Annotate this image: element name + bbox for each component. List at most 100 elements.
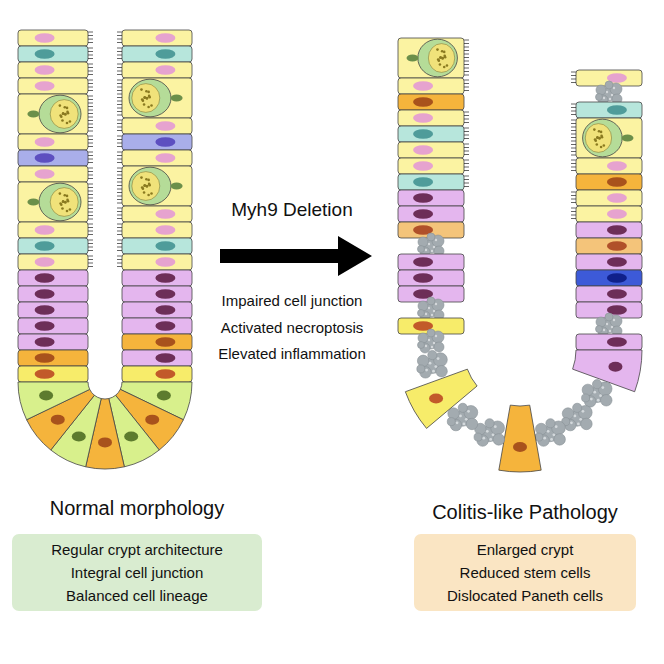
- microvilli: [464, 50, 469, 51]
- microvilli: [88, 48, 93, 49]
- necrotic-fragment: [418, 310, 425, 317]
- microvilli: [571, 111, 576, 112]
- microvilli: [88, 266, 93, 267]
- necrotic-dot: [437, 357, 440, 360]
- nucleus: [407, 55, 419, 62]
- microvilli: [571, 218, 576, 219]
- epithelial-cell: [576, 158, 642, 174]
- microvilli: [117, 152, 122, 153]
- microvilli: [88, 250, 93, 251]
- necrotic-fragment: [535, 423, 547, 435]
- epithelial-cell: [18, 30, 88, 46]
- epithelial-cell: [18, 350, 88, 366]
- necrotic-fragment: [436, 365, 448, 377]
- necrotic-cell: [418, 329, 445, 353]
- microvilli: [117, 71, 122, 72]
- nucleus: [72, 431, 86, 441]
- microvilli: [464, 64, 469, 65]
- nucleus: [35, 49, 55, 59]
- granule: [62, 112, 65, 115]
- microvilli: [88, 117, 93, 118]
- nucleus: [35, 273, 55, 283]
- granule: [62, 200, 65, 203]
- microvilli: [117, 104, 122, 105]
- microvilli: [117, 250, 122, 251]
- epithelial-cell: [398, 126, 464, 142]
- epithelial-cell: [18, 286, 88, 302]
- microvilli: [88, 240, 93, 241]
- granule: [446, 64, 449, 67]
- epithelial-cell: [398, 38, 464, 78]
- microvilli: [464, 68, 469, 69]
- microvilli: [88, 143, 93, 144]
- microvilli: [117, 94, 122, 95]
- nucleus: [35, 369, 55, 379]
- epithelial-cell: [398, 94, 464, 110]
- necrotic-dot: [432, 370, 435, 373]
- epithelial-cell: [122, 62, 192, 78]
- epithelial-cell: [398, 254, 464, 270]
- epithelial-cell: [576, 238, 642, 254]
- necrotic-dot: [555, 425, 558, 428]
- microvilli: [571, 134, 576, 135]
- microvilli: [88, 175, 93, 176]
- microvilli: [88, 74, 93, 75]
- microvilli: [88, 51, 93, 52]
- epithelial-cell: [398, 158, 464, 174]
- granule: [143, 103, 146, 106]
- epithelial-cell: [122, 334, 192, 350]
- necrotic-dot: [547, 430, 550, 433]
- microvilli: [464, 90, 469, 91]
- epithelial-cell: [398, 270, 464, 286]
- microvilli: [88, 187, 93, 188]
- panel-heading: Normal morphology: [12, 496, 262, 520]
- nucleus: [607, 105, 627, 115]
- microvilli: [88, 55, 93, 56]
- microvilli: [464, 61, 469, 62]
- necrotic-cell: [418, 233, 445, 257]
- microvilli: [88, 227, 93, 228]
- epithelial-cell: [122, 302, 192, 318]
- nucleus: [607, 241, 627, 251]
- nucleus: [413, 193, 433, 203]
- necrotic-fragment: [474, 433, 482, 441]
- microvilli: [571, 215, 576, 216]
- necrotic-dot: [599, 394, 602, 397]
- microvilli: [571, 82, 576, 83]
- necrotic-fragment: [485, 419, 494, 428]
- necrotic-fragment: [605, 81, 613, 89]
- necrotic-dot: [543, 437, 546, 440]
- nucleus: [35, 353, 55, 363]
- microvilli: [117, 123, 122, 124]
- necrotic-fragment: [418, 301, 428, 311]
- crypt-base-cell: [499, 405, 541, 472]
- nucleus: [35, 337, 55, 347]
- microvilli: [464, 179, 469, 180]
- epithelial-cell: [18, 150, 88, 166]
- microvilli: [571, 137, 576, 138]
- necrotic-dot: [456, 421, 459, 424]
- necrotic-dot: [465, 418, 468, 421]
- microvilli: [464, 154, 469, 155]
- microvilli: [117, 224, 122, 225]
- nucleus: [607, 193, 627, 203]
- microvilli: [88, 124, 93, 125]
- nucleus: [621, 135, 633, 142]
- epithelial-cell: [18, 78, 88, 94]
- nucleus: [413, 273, 433, 283]
- nucleus: [155, 321, 175, 331]
- granule: [145, 178, 148, 181]
- necrotic-dot: [570, 421, 573, 424]
- microvilli: [117, 263, 122, 264]
- microvilli: [571, 170, 576, 171]
- necrotic-dot: [494, 425, 497, 428]
- crypt-base-cell: [18, 382, 90, 420]
- necrotic-dot: [609, 98, 611, 100]
- nucleus: [35, 169, 55, 179]
- microvilli: [88, 162, 93, 163]
- microvilli: [88, 136, 93, 137]
- nucleus: [98, 437, 112, 447]
- mucin-granules: [428, 44, 454, 73]
- granule: [143, 191, 146, 194]
- microvilli: [88, 243, 93, 244]
